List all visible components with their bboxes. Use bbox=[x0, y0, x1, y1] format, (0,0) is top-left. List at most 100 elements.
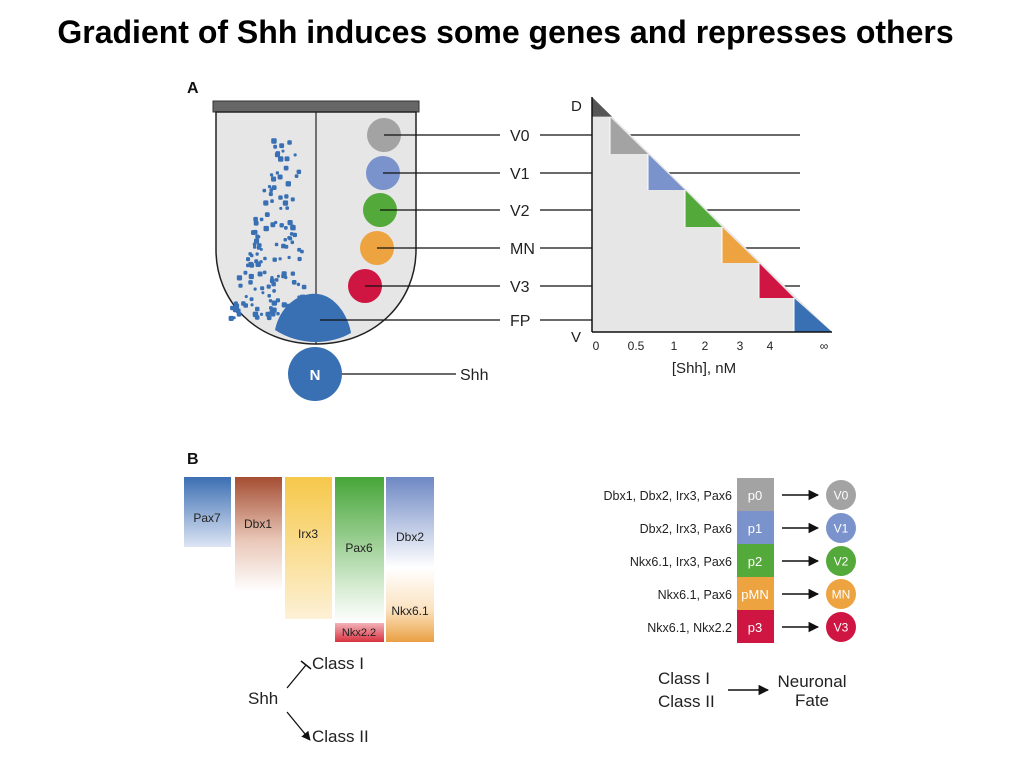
shh-dot bbox=[290, 271, 295, 276]
bar-label-dbx1: Dbx1 bbox=[244, 517, 272, 531]
shh-dot bbox=[290, 240, 295, 245]
shh-dot bbox=[260, 286, 265, 291]
shh-dot bbox=[232, 316, 236, 320]
step-mn bbox=[722, 227, 759, 263]
notochord-circle bbox=[288, 347, 342, 401]
bar-label-dbx2: Dbx2 bbox=[396, 530, 424, 544]
shh-dot bbox=[285, 181, 291, 187]
shh-dot bbox=[253, 287, 257, 291]
class2-activation-arrow bbox=[286, 711, 311, 741]
shh-dot bbox=[287, 255, 291, 260]
progenitor-box-p3 bbox=[737, 610, 774, 643]
progenitor-label: p2 bbox=[748, 554, 762, 569]
shh-dot bbox=[274, 220, 278, 225]
shh-dot bbox=[274, 278, 279, 282]
shh-dot bbox=[253, 216, 258, 222]
x-tick-label: 0.5 bbox=[628, 339, 645, 353]
shh-dot bbox=[262, 188, 267, 193]
shh-dot bbox=[270, 187, 274, 191]
cell-type-label-mn: MN bbox=[510, 241, 535, 258]
shh-dot bbox=[255, 306, 260, 312]
shh-dot bbox=[290, 224, 295, 230]
shh-dot bbox=[269, 306, 273, 310]
shh-dot bbox=[289, 232, 294, 236]
shh-dot bbox=[253, 245, 257, 249]
shh-dot bbox=[257, 235, 261, 239]
shh-dot bbox=[246, 257, 251, 262]
shh-dot bbox=[271, 138, 277, 144]
shh-dot bbox=[244, 295, 248, 299]
dorsal-label: D bbox=[571, 98, 582, 115]
step-fp bbox=[794, 298, 832, 332]
shh-dot bbox=[286, 303, 290, 308]
notochord-label: N bbox=[310, 367, 321, 384]
shh-dot bbox=[291, 280, 297, 285]
shh-dot bbox=[294, 304, 300, 310]
notochord: N Shh bbox=[288, 347, 488, 401]
shh-dot bbox=[296, 169, 302, 175]
shh-dot bbox=[276, 274, 280, 278]
shh-dot bbox=[278, 257, 282, 261]
shh-dot bbox=[228, 315, 234, 321]
legend-fate-line1: Neuronal bbox=[778, 672, 847, 691]
shh-dot bbox=[277, 174, 283, 180]
shh-dot bbox=[262, 270, 267, 275]
bar-label-nkx61: Nkx6.1 bbox=[391, 604, 429, 618]
bar-irx3 bbox=[285, 477, 332, 619]
shh-dot bbox=[287, 140, 292, 145]
neuron-circle-v2 bbox=[826, 546, 856, 576]
shh-dot bbox=[271, 312, 275, 316]
class2-label: Class II bbox=[312, 727, 369, 746]
shh-dot bbox=[281, 149, 285, 153]
cell-type-label-v1: V1 bbox=[510, 166, 530, 183]
shh-dot bbox=[263, 200, 269, 206]
shh-dot bbox=[246, 263, 250, 268]
shh-dot bbox=[301, 284, 307, 290]
shh-dot bbox=[254, 315, 260, 320]
shh-dot bbox=[271, 176, 277, 182]
shh-dot bbox=[243, 270, 248, 275]
bar-dbx2-nkx61 bbox=[386, 477, 434, 642]
progenitor-label: p0 bbox=[748, 488, 762, 503]
shh-dot bbox=[281, 302, 287, 308]
shh-dot bbox=[257, 271, 263, 277]
neuron-circle-v0 bbox=[826, 480, 856, 510]
shh-dot bbox=[271, 281, 276, 287]
roof-plate bbox=[212, 100, 420, 113]
shh-dot bbox=[294, 174, 299, 178]
shh-dot bbox=[253, 220, 259, 226]
shh-dot bbox=[300, 249, 304, 254]
gene-domain-bars: Pax7 Dbx1 Irx3 Pax6 Dbx2 Nkx2.2 Nkx6.1 bbox=[184, 477, 434, 642]
shh-dot bbox=[250, 303, 254, 307]
code-row-genes: Nkx6.1, Irx3, Pax6 bbox=[630, 555, 732, 569]
bar-label-pax7: Pax7 bbox=[193, 511, 221, 525]
shh-dot bbox=[275, 151, 281, 156]
shh-dot bbox=[272, 300, 278, 306]
shh-dot bbox=[302, 312, 307, 317]
cell-type-label-v3: V3 bbox=[510, 279, 530, 296]
code-row-genes: Dbx2, Irx3, Pax6 bbox=[640, 522, 732, 536]
bar-nkx22 bbox=[335, 623, 384, 642]
bar-pax6 bbox=[335, 477, 384, 623]
shh-dot bbox=[271, 307, 277, 313]
shh-dot bbox=[269, 173, 274, 177]
shh-dot bbox=[284, 244, 289, 249]
shh-dot bbox=[287, 236, 291, 240]
progenitor-label: p1 bbox=[748, 521, 762, 536]
shh-dot bbox=[274, 242, 279, 247]
slide-title: Gradient of Shh induces some genes and r… bbox=[57, 14, 954, 50]
shh-dot bbox=[293, 153, 297, 157]
step-v0 bbox=[610, 117, 648, 154]
chart-x-label: [Shh], nM bbox=[672, 360, 736, 377]
shh-dot bbox=[250, 253, 254, 258]
x-tick-label: 3 bbox=[737, 339, 744, 353]
code-row-genes: Nkx6.1, Pax6 bbox=[658, 588, 732, 602]
shh-dot bbox=[238, 283, 243, 288]
shh-dot bbox=[261, 291, 265, 295]
cell-type-label-fp: FP bbox=[510, 313, 530, 330]
x-tick-label: 1 bbox=[671, 339, 678, 353]
step-dorsal-tip bbox=[592, 97, 612, 117]
shh-dot bbox=[282, 200, 289, 206]
cell-type-label-v2: V2 bbox=[510, 203, 530, 220]
